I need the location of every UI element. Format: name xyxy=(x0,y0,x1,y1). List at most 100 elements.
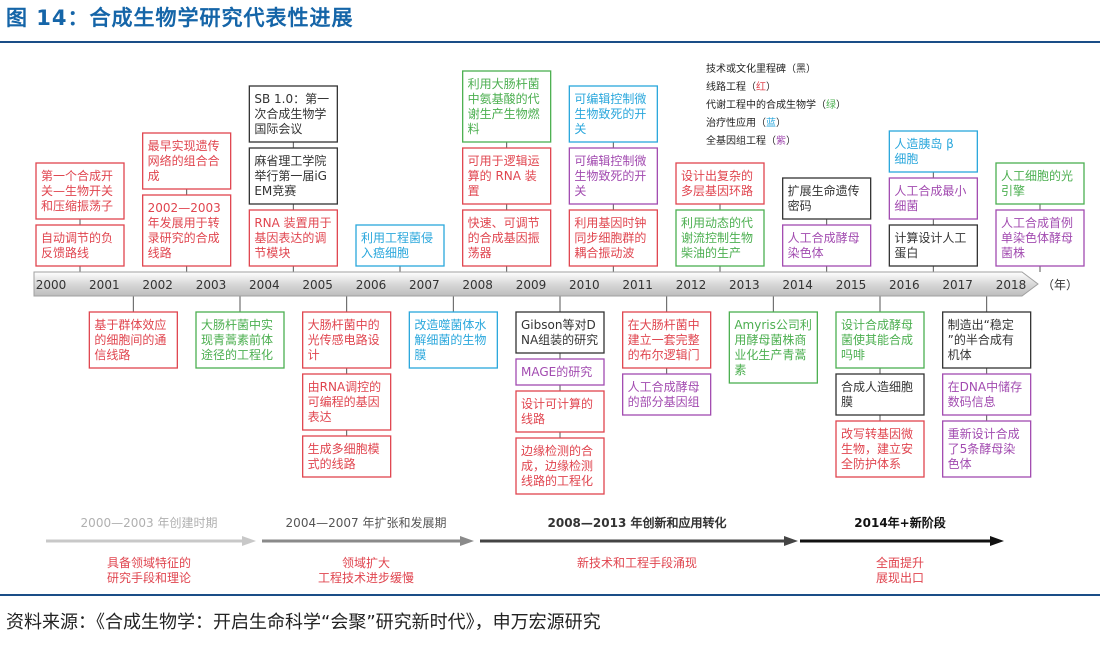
event-box-border xyxy=(515,358,605,386)
phase-description: 领域扩大 xyxy=(342,556,390,570)
event-box: 人工合成酵母染色体 xyxy=(782,224,872,267)
event-box-border xyxy=(888,177,978,220)
event-box-border xyxy=(35,162,125,220)
event-text: 合成人造细胞膜 xyxy=(841,379,913,409)
event-boxes: 第一个合成开关—生物开关和压缩振荡子自动调节的负反馈路线最早实现遗传网络的组合合… xyxy=(35,70,1085,495)
footer-divider xyxy=(0,594,1100,596)
axis-bar xyxy=(33,271,1039,297)
event-box-border xyxy=(462,147,552,205)
event-box-border xyxy=(728,311,818,384)
event-box: 第一个合成开关—生物开关和压缩振荡子 xyxy=(35,162,125,220)
event-box-border xyxy=(995,162,1085,205)
event-box-border xyxy=(942,373,1032,416)
event-text: 生成多细胞模式的线路 xyxy=(308,442,380,471)
event-box-border xyxy=(622,311,712,369)
event-text: SB 1.0：第一次合成生物学国际会议 xyxy=(254,92,329,136)
year-label: 2009 xyxy=(516,278,547,292)
event-text: 基于群体效应的细胞间的通信线路 xyxy=(94,317,166,362)
event-box: 设计出复杂的多层基因环路 xyxy=(675,162,765,205)
event-text: 利用工程菌侵入癌细胞 xyxy=(361,230,433,260)
year-label: 2005 xyxy=(302,278,333,292)
title-divider xyxy=(0,41,1100,43)
event-box-border xyxy=(462,209,552,267)
event-box: 在大肠杆菌中建立一套完整的布尔逻辑门 xyxy=(622,311,712,369)
event-box: 可编辑控制微生物致死的开关 xyxy=(568,85,658,143)
event-box-border xyxy=(782,224,872,267)
event-box-border xyxy=(568,85,658,143)
event-box-border xyxy=(408,311,498,369)
event-text: 人工细胞的光引擎 xyxy=(1001,168,1073,198)
event-box: 人工合成酵母的部分基因组 xyxy=(622,373,712,416)
event-box: SB 1.0：第一次合成生物学国际会议 xyxy=(248,85,338,143)
legend-item: 全基因组工程（紫） xyxy=(706,134,796,147)
event-box-border xyxy=(302,435,392,478)
phase-arrowhead xyxy=(784,536,798,546)
event-box-border xyxy=(88,311,178,369)
phase-label: 2014年+新阶段 xyxy=(854,515,946,530)
event-box: 合成人造细胞膜 xyxy=(835,373,925,416)
year-label: 2014 xyxy=(782,278,813,292)
event-box-border xyxy=(782,177,872,220)
event-text: 设计出复杂的多层基因环路 xyxy=(681,168,753,198)
event-text: 改写转基因微生物，建立安全防护体系 xyxy=(841,426,913,471)
event-box: 计算设计人工蛋白 xyxy=(888,224,978,267)
event-text: RNA 装置用于基因表达的调节模块 xyxy=(254,216,331,260)
event-box-border xyxy=(462,70,552,143)
event-box-border xyxy=(248,147,338,205)
event-box: 边缘检测的合成，边缘检测线路的工程化 xyxy=(515,437,605,495)
event-box-border xyxy=(195,311,285,369)
event-box: 设计合成酵母菌使其能合成吗啡 xyxy=(835,311,925,369)
event-box: 利用大肠杆菌中氨基酸的代谢生产生物燃料 xyxy=(462,70,552,143)
event-box-border xyxy=(302,373,392,431)
phase-arrowhead xyxy=(990,536,1004,546)
event-text: 扩展生命遗传密码 xyxy=(788,183,860,213)
event-box-border xyxy=(942,420,1032,478)
event-text: 第一个合成开关—生物开关和压缩振荡子 xyxy=(41,168,113,213)
event-text: 人工合成酵母的部分基因组 xyxy=(628,379,700,409)
event-box-border xyxy=(942,311,1032,369)
event-box: 大肠杆菌中实现青蒿素前体途径的工程化 xyxy=(195,311,285,369)
year-label: 2017 xyxy=(942,278,973,292)
legend-item: 线路工程（红） xyxy=(706,80,776,93)
phase-arrowhead xyxy=(242,536,256,546)
event-box-border xyxy=(835,420,925,478)
page-title: 图 14：合成生物学研究代表性进展 xyxy=(6,6,354,30)
event-text: 人工合成酵母染色体 xyxy=(788,230,860,260)
event-box: 制造出“稳定”的半合成有机体 xyxy=(942,311,1032,369)
event-box-border xyxy=(142,132,232,190)
year-label: 2008 xyxy=(462,278,493,292)
event-box: 最早实现遗传网络的组合合成 xyxy=(142,132,232,190)
event-box: 利用动态的代谢流控制生物柴油的生产 xyxy=(675,209,765,267)
event-text: 快速、可调节的合成基因振荡器 xyxy=(468,216,540,260)
source-note: 资料来源：《合成生物学：开启生命科学“会聚”研究新时代》，申万宏源研究 xyxy=(6,612,601,633)
year-label: 2016 xyxy=(889,278,920,292)
event-text: 制造出“稳定”的半合成有机体 xyxy=(948,317,1014,362)
year-label: 2003 xyxy=(196,278,227,292)
year-label: 2000 xyxy=(36,278,67,292)
event-box: Amyris公司利用酵母菌株商业化生产青蒿素 xyxy=(728,311,818,384)
year-label: 2004 xyxy=(249,278,280,292)
event-box-border xyxy=(835,373,925,416)
event-box: MAGE的研究 xyxy=(515,358,605,386)
event-text: 大肠杆菌中实现青蒿素前体途径的工程化 xyxy=(201,317,273,362)
legend: 技术或文化里程碑（黑）线路工程（红）代谢工程中的合成生物学（绿）治疗性应用（蓝）… xyxy=(706,62,846,147)
event-box: 大肠杆菌中的光传感电路设计 xyxy=(302,311,392,369)
event-box: 扩展生命遗传密码 xyxy=(782,177,872,220)
event-text: MAGE的研究 xyxy=(521,364,592,379)
legend-item: 治疗性应用（蓝） xyxy=(706,116,786,129)
year-label: 2013 xyxy=(729,278,760,292)
year-label: 2011 xyxy=(622,278,653,292)
event-box: 人工细胞的光引擎 xyxy=(995,162,1085,205)
event-box: 人工合成最小细菌 xyxy=(888,177,978,220)
event-text: 计算设计人工蛋白 xyxy=(894,230,966,260)
event-text: 人造胰岛 β 细胞 xyxy=(894,136,957,166)
event-box: 可用于逻辑运算的 RNA 装置 xyxy=(462,147,552,205)
